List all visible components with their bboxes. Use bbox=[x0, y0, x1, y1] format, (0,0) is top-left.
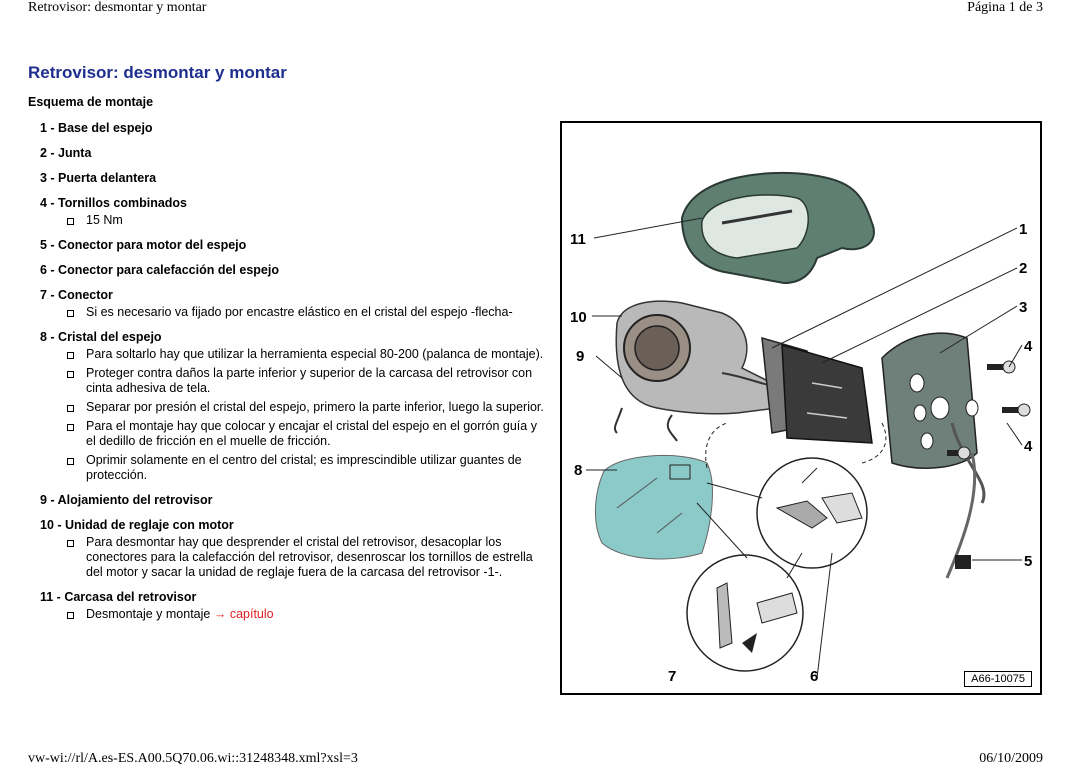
bullet-item: Proteger contra daños la parte inferior … bbox=[40, 366, 550, 396]
part-title: 8 - Cristal del espejo bbox=[40, 330, 162, 344]
part-title: 5 - Conector para motor del espejo bbox=[40, 238, 247, 252]
bullet-list: Si es necesario va fijado por encastre e… bbox=[40, 305, 550, 320]
bullet-item: Desmontaje y montaje → capítulo bbox=[40, 607, 550, 622]
callout-10: 10 bbox=[570, 309, 587, 326]
square-bullet-icon bbox=[67, 371, 74, 378]
callout-4-top: 4 bbox=[1024, 338, 1033, 355]
bullet-text: Separar por presión el cristal del espej… bbox=[86, 400, 544, 414]
square-bullet-icon bbox=[67, 612, 74, 619]
housing-cover-drawing bbox=[680, 172, 875, 285]
mirror-glass-drawing bbox=[594, 455, 713, 560]
part-title: 9 - Alojamiento del retrovisor bbox=[40, 493, 213, 507]
door-panel-drawing bbox=[881, 332, 986, 579]
bullet-item: Oprimir solamente en el centro del crist… bbox=[40, 453, 550, 483]
part-item: 4 - Tornillos combinados 15 Nm bbox=[40, 195, 550, 228]
part-item: 11 - Carcasa del retrovisor Desmontaje y… bbox=[40, 589, 550, 622]
part-item: 10 - Unidad de reglaje con motor Para de… bbox=[40, 517, 550, 580]
part-title: 3 - Puerta delantera bbox=[40, 171, 157, 185]
part-item: 1 - Base del espejo bbox=[40, 120, 550, 136]
bullet-item: Para soltarlo hay que utilizar la herram… bbox=[40, 347, 550, 362]
page-title: Retrovisor: desmontar y montar bbox=[28, 63, 287, 82]
bullet-item: Separar por presión el cristal del espej… bbox=[40, 400, 550, 415]
square-bullet-icon bbox=[67, 218, 74, 225]
square-bullet-icon bbox=[67, 310, 74, 317]
callout-8: 8 bbox=[574, 462, 582, 479]
diagram-drawing: 1 2 3 4 4 5 6 7 8 9 10 11 bbox=[570, 172, 1033, 685]
bullet-text: Si es necesario va fijado por encastre e… bbox=[86, 305, 513, 319]
part-item: 9 - Alojamiento del retrovisor bbox=[40, 492, 550, 508]
part-item: 3 - Puerta delantera bbox=[40, 170, 550, 186]
page-header-title: Retrovisor: desmontar y montar bbox=[28, 0, 207, 15]
part-title: 11 - Carcasa del retrovisor bbox=[40, 590, 197, 604]
bullet-list: Para desmontar hay que desprender el cri… bbox=[40, 535, 550, 580]
gasket-drawing bbox=[761, 336, 873, 444]
square-bullet-icon bbox=[67, 424, 74, 431]
page-footer-date: 06/10/2009 bbox=[979, 751, 1043, 766]
bullet-text: Desmontaje y montaje bbox=[86, 607, 214, 621]
bullet-item: Si es necesario va fijado por encastre e… bbox=[40, 305, 550, 320]
callout-3: 3 bbox=[1019, 299, 1027, 316]
bullet-text: Oprimir solamente en el centro del crist… bbox=[86, 453, 522, 482]
chapter-link[interactable]: → capítulo bbox=[213, 607, 274, 621]
bullet-text: 15 Nm bbox=[86, 213, 123, 227]
bullet-text: Para desmontar hay que desprender el cri… bbox=[86, 535, 533, 579]
square-bullet-icon bbox=[67, 352, 74, 359]
heating-connector-detail bbox=[756, 457, 868, 569]
bullet-list: Para soltarlo hay que utilizar la herram… bbox=[40, 347, 550, 483]
part-title: 10 - Unidad de reglaje con motor bbox=[40, 518, 234, 532]
page-header-page-number: Página 1 de 3 bbox=[967, 0, 1043, 15]
part-title: 1 - Base del espejo bbox=[40, 121, 153, 135]
bullet-text: Para soltarlo hay que utilizar la herram… bbox=[86, 347, 544, 361]
leader-lines bbox=[586, 217, 1023, 561]
assembly-diagram: 1 2 3 4 4 5 6 7 8 9 10 11 A66-10075 bbox=[560, 121, 1042, 695]
part-title: 7 - Conector bbox=[40, 288, 113, 302]
callout-6: 6 bbox=[810, 668, 818, 685]
bullet-item: Para desmontar hay que desprender el cri… bbox=[40, 535, 550, 580]
page-footer-url: vw-wi://rl/A.es-ES.A00.5Q70.06.wi::31248… bbox=[28, 751, 358, 766]
part-item: 5 - Conector para motor del espejo bbox=[40, 237, 550, 253]
figure-code-label: A66-10075 bbox=[964, 671, 1032, 687]
bullet-text: Proteger contra daños la parte inferior … bbox=[86, 366, 533, 395]
callout-1: 1 bbox=[1019, 221, 1027, 238]
bullet-item: Para el montaje hay que colocar y encaja… bbox=[40, 419, 550, 449]
bullet-list: 15 Nm bbox=[40, 213, 550, 228]
part-item: 2 - Junta bbox=[40, 145, 550, 161]
part-item: 8 - Cristal del espejo Para soltarlo hay… bbox=[40, 329, 550, 483]
square-bullet-icon bbox=[67, 458, 74, 465]
callout-2: 2 bbox=[1019, 260, 1027, 277]
bullet-list: Desmontaje y montaje → capítulo bbox=[40, 607, 550, 622]
part-title: 6 - Conector para calefacción del espejo bbox=[40, 263, 279, 277]
connector-detail bbox=[686, 554, 804, 672]
guide-lines bbox=[696, 422, 887, 679]
square-bullet-icon bbox=[67, 540, 74, 547]
bullet-item: 15 Nm bbox=[40, 213, 550, 228]
part-item: 7 - Conector Si es necesario va fijado p… bbox=[40, 287, 550, 320]
mirror-base-drawing bbox=[613, 300, 793, 442]
callout-4-bottom: 4 bbox=[1024, 438, 1033, 455]
screw-drawing bbox=[947, 360, 1031, 460]
callout-11: 11 bbox=[570, 231, 586, 248]
callout-5: 5 bbox=[1024, 553, 1032, 570]
part-title: 2 - Junta bbox=[40, 146, 92, 160]
callout-7: 7 bbox=[668, 668, 676, 685]
bullet-text: Para el montaje hay que colocar y encaja… bbox=[86, 419, 537, 448]
section-subtitle: Esquema de montaje bbox=[28, 95, 154, 109]
square-bullet-icon bbox=[67, 405, 74, 412]
part-item: 6 - Conector para calefacción del espejo bbox=[40, 262, 550, 278]
part-title: 4 - Tornillos combinados bbox=[40, 196, 188, 210]
callout-9: 9 bbox=[576, 348, 584, 365]
parts-list: 1 - Base del espejo 2 - Junta 3 - Puerta… bbox=[40, 120, 550, 631]
